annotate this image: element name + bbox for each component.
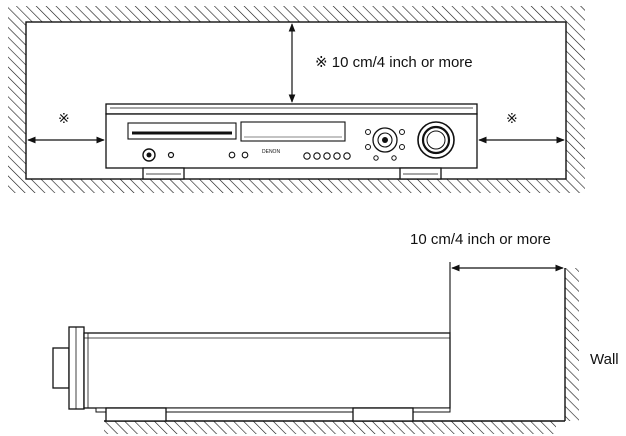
display-window: [240, 121, 346, 142]
wall-hatching: [565, 268, 579, 421]
left-clearance-mark: ※: [58, 110, 70, 126]
front-knob-profile: [52, 347, 70, 389]
right-clearance-mark: ※: [506, 110, 518, 126]
chassis-profile: [83, 332, 451, 409]
receiver-foot-left: [142, 167, 185, 180]
disc-tray: [127, 122, 237, 140]
transport-buttons: [303, 152, 351, 160]
wall-label: Wall: [590, 351, 619, 368]
side-view: 10 cm/4 inch or more Wall: [52, 231, 619, 434]
standby-indicator: [167, 151, 175, 159]
receiver-foot-right: [399, 167, 442, 180]
top-clearance-label: ※ 10 cm/4 inch or more: [315, 54, 473, 71]
receiver-side: [52, 326, 451, 422]
front-panel-profile: [68, 326, 85, 410]
navigation-ring: [365, 127, 405, 161]
small-button: [241, 151, 249, 159]
front-view: DENON: [8, 6, 585, 193]
base-plate: [95, 407, 451, 413]
brand-logo: DENON: [262, 149, 280, 155]
floor-hatching: [104, 421, 556, 434]
rear-clearance-label: 10 cm/4 inch or more: [410, 231, 551, 248]
receiver-front: DENON: [105, 103, 478, 169]
volume-knob: [417, 121, 455, 159]
front-view-inner-boundary: [25, 21, 567, 180]
receiver-top-edge: [105, 103, 478, 115]
small-button: [228, 151, 236, 159]
side-foot-left: [105, 407, 167, 422]
side-foot-right: [352, 407, 414, 422]
